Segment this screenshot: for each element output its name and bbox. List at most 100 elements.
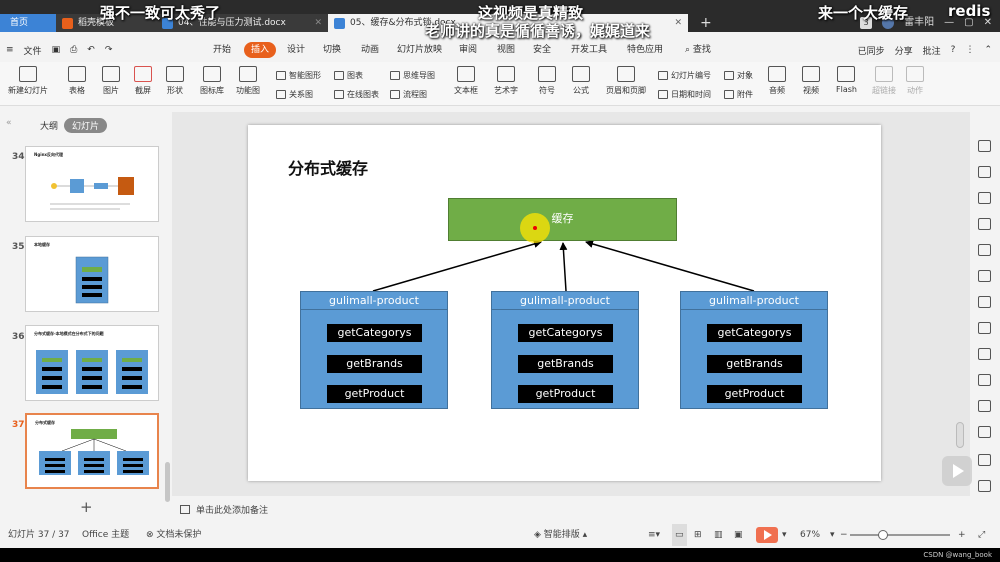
menu-security[interactable]: 安全 [533,45,552,55]
slide-number-button[interactable]: 幻灯片编号 [658,70,711,81]
zoom-slider-handle[interactable] [878,530,888,540]
service-box[interactable]: gulimall-product getCategorys getBrands … [491,291,639,409]
zoom-slider[interactable] [850,534,950,536]
comment-button[interactable]: 批注 [922,46,941,57]
select-icon[interactable] [978,140,991,152]
share-button[interactable]: 分享 [894,46,913,57]
new-slide-button[interactable]: 新建幻灯片 [8,66,48,96]
tab-outline[interactable]: 大纲 [40,122,59,132]
edit-icon[interactable] [978,348,991,360]
mindmap-button[interactable]: 思维导图 [390,70,435,81]
close-icon[interactable]: ✕ [674,18,682,28]
menu-design[interactable]: 设计 [287,45,306,55]
current-slide[interactable]: 分布式缓存 缓存 gulimall-product getCategorys g… [248,125,881,481]
box-icon[interactable] [978,400,991,412]
avatar[interactable] [882,17,895,29]
copy-icon[interactable] [978,166,991,178]
shape-tool-icon[interactable] [978,192,991,204]
slide-thumbnail-35[interactable]: 本地缓存 [25,236,159,312]
symbol-button[interactable]: 符号 [538,66,556,96]
play-dropdown-icon[interactable]: ▾ [782,530,787,540]
add-slide-icon[interactable]: + [80,498,93,516]
tab-home[interactable]: 首页 [0,14,56,32]
image-tool-icon[interactable] [978,218,991,230]
canvas-scrollbar[interactable] [956,422,964,448]
table-tool-icon[interactable] [978,374,991,386]
relation-chart-button[interactable]: 关系图 [276,89,313,100]
service-box[interactable]: gulimall-product getCategorys getBrands … [680,291,828,409]
online-chart-button[interactable]: 在线图表 [334,89,379,100]
menu-animation[interactable]: 动画 [361,45,380,55]
notes-area[interactable]: 单击此处添加备注 [172,498,970,520]
normal-view-icon[interactable]: ▭ [672,524,687,546]
zoom-dropdown-icon[interactable]: ▾ [830,530,835,540]
settings-sliders-icon[interactable] [978,296,991,308]
panel-scrollbar[interactable] [165,462,170,502]
textbox-button[interactable]: 文本框 [454,66,478,96]
presenter-icon[interactable]: ▣ [734,530,743,540]
more-icon[interactable]: ⋮ [965,45,975,55]
chart-button[interactable]: 图表 [334,70,363,81]
maximize-icon[interactable]: ▢ [964,17,974,28]
menu-transition[interactable]: 切换 [323,45,342,55]
protect-status[interactable]: ⊗ 文档未保护 [146,530,202,540]
formula-button[interactable]: 公式 [572,66,590,96]
slide-thumbnail-36[interactable]: 分布式缓存-本地模式在分布式下的问题 [25,325,159,401]
minimize-icon[interactable]: — [944,17,955,28]
star-icon[interactable] [978,322,991,334]
zoom-in-icon[interactable]: + [958,530,966,540]
flowchart-button[interactable]: 流程图 [390,89,427,100]
new-tab-button[interactable]: + [700,15,712,31]
datetime-button[interactable]: 日期和时间 [658,89,711,100]
function-chart-button[interactable]: 功能图 [236,66,260,96]
save-icon[interactable]: ▣ [51,45,61,55]
header-footer-button[interactable]: 页眉和页脚 [606,66,646,96]
user-name[interactable]: 雷丰阳 [904,17,935,28]
reading-view-icon[interactable]: ▥ [714,530,723,540]
menu-insert[interactable]: 插入 [244,42,277,58]
tab-slides[interactable]: 幻灯片 [64,118,108,133]
sorter-view-icon[interactable]: ⊞ [694,530,702,540]
fit-window-icon[interactable]: ⤢ [978,530,986,540]
object-button[interactable]: 对象 [724,70,753,81]
close-icon[interactable]: ✕ [314,18,322,28]
cache-box[interactable]: 缓存 [448,198,677,241]
flash-button[interactable]: Flash [836,66,857,94]
slide-thumbnail-34[interactable]: Nginx反向代理 [25,146,159,222]
menu-home[interactable]: 开始 [213,45,232,55]
shape-button[interactable]: 形状 [166,66,184,96]
view-menu-icon[interactable]: ≡▾ [648,530,661,540]
menu-features[interactable]: 特色应用 [627,45,664,55]
service-box[interactable]: gulimall-product getCategorys getBrands … [300,291,448,409]
hyperlink-button[interactable]: 超链接 [872,66,896,96]
menu-developer[interactable]: 开发工具 [571,45,608,55]
play-slideshow-button[interactable] [756,527,778,543]
close-window-icon[interactable]: ✕ [983,17,992,28]
menu-file[interactable]: 文件 [23,46,42,57]
slide-thumbnail-37[interactable]: 分布式缓存 [25,413,159,489]
slide-title[interactable]: 分布式缓存 [288,159,369,178]
sync-button[interactable]: 已同步 [857,46,885,57]
action-button[interactable]: 动作 [906,66,924,96]
collapse-panel-icon[interactable]: « [6,118,12,128]
tab-doc-05[interactable]: 05、缓存&分布式锁.docx ✕ [328,14,688,32]
window-count-badge[interactable]: 3 [860,17,873,29]
print-icon[interactable]: ⎙ [70,45,78,55]
pip-icon[interactable] [978,480,991,492]
zoom-level[interactable]: 67% [800,530,821,540]
volume-icon[interactable] [978,426,991,438]
tab-template[interactable]: 稻壳模板 [56,14,156,32]
chart-tool-icon[interactable] [978,270,991,282]
collapse-ribbon-icon[interactable]: ⌃ [984,45,992,55]
menu-review[interactable]: 审阅 [459,45,478,55]
menu-view[interactable]: 视图 [497,45,516,55]
audio-button[interactable]: 音频 [768,66,786,96]
theme-name[interactable]: Office 主题 [82,530,130,540]
hamburger-icon[interactable]: ≡ [6,45,14,55]
layout-icon[interactable] [978,244,991,256]
wordart-button[interactable]: 艺术字 [494,66,518,96]
picture-button[interactable]: 图片 [102,66,120,96]
music-icon[interactable] [978,454,991,466]
screenshot-button[interactable]: 截屏 [134,66,152,96]
table-button[interactable]: 表格 [68,66,86,96]
